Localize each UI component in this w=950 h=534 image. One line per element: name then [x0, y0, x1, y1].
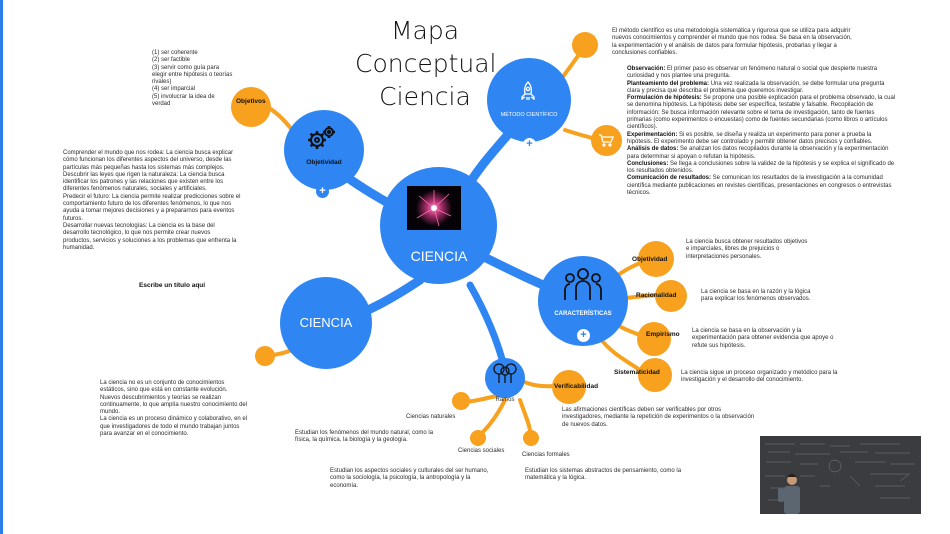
objetividad-node-label: Objetividad [306, 159, 342, 166]
step-text: Se propone una posible explicación para … [627, 95, 896, 131]
branch-label-formales: Ciencias formales [522, 452, 570, 458]
step-term: Comunicación de resultados: [627, 175, 712, 182]
branch-text-sociales: Estudian los aspectos sociales y cultura… [330, 468, 489, 489]
step-hipotesis: Formulación de hipótesis: Se propone una… [627, 95, 927, 131]
branch-label-naturales: Ciencias naturales [406, 414, 456, 420]
step-term: Formulación de hipótesis: [627, 95, 702, 102]
metodo-expand-button[interactable]: + [523, 138, 536, 151]
step-planteamiento: Planteamiento del problema: Una vez real… [627, 81, 927, 96]
step-term: Conclusiones: [627, 160, 669, 167]
step-experimentacion: Experimentación: Si es posible, se diseñ… [627, 132, 927, 147]
step-analisis: Análisis de datos: Se analizan los datos… [627, 146, 927, 161]
char-text-verificabilidad: Las afirmaciones científicas deben ser v… [562, 407, 755, 428]
step-term: Observación: [627, 66, 666, 72]
objetivos-node[interactable] [231, 87, 271, 127]
char-label-verificabilidad: Verificabilidad [554, 383, 599, 390]
objetivos-text: (1) ser coherente (2) ser factible (3) s… [152, 50, 233, 108]
caracteristicas-node-label: CARACTERÍSTICAS [554, 311, 612, 317]
center-node-label: CIENCIA [410, 248, 468, 264]
metodo-intro: El método científico es una metodología … [612, 28, 852, 56]
step-term: Planteamiento del problema: [627, 80, 710, 87]
branch-label-sociales: Ciencias sociales [458, 448, 505, 454]
branch-text-naturales: Estudian los fenómenos del mundo natural… [295, 430, 434, 444]
char-dot-empirismo[interactable] [637, 322, 671, 356]
person-chalkboard-photo [760, 436, 921, 514]
char-dot-racionalidad[interactable] [655, 280, 687, 312]
objetividad-node[interactable] [284, 110, 364, 190]
branch-dot-naturales[interactable] [452, 392, 470, 410]
caracteristicas-expand-button[interactable]: + [577, 329, 590, 342]
step-term: Experimentación: [627, 131, 678, 138]
rocket-icon [516, 80, 540, 104]
char-text-racionalidad: La ciencia se basa en la razón y la lógi… [701, 289, 811, 303]
branch-text-formales: Estudian los sistemas abstractos de pens… [525, 468, 682, 482]
step-term: Análisis de datos: [627, 146, 679, 153]
char-dot-objetividad[interactable] [638, 241, 674, 277]
map-title: Mapa Conceptual Ciencia [355, 16, 497, 111]
objetividad-expand-button[interactable]: + [316, 185, 329, 198]
left-accent-border [0, 0, 3, 534]
branch-dot-sociales[interactable] [470, 430, 486, 446]
step-conclusiones: Conclusiones: Se llega a conclusiones so… [627, 161, 927, 176]
step-observacion: Observación: El primer paso es observar … [627, 66, 927, 81]
lower-ciencia-node[interactable] [280, 277, 372, 369]
char-dot-sistematicidad[interactable] [638, 358, 672, 392]
people-icon [563, 266, 603, 304]
objetivos-label: Objetivos [236, 98, 266, 105]
step-text: Una vez realizada la observación, se deb… [627, 80, 885, 94]
step-comunicacion: Comunicación de resultados: Se comunican… [627, 175, 927, 197]
char-text-objetividad: La ciencia busca obtener resultados obje… [686, 239, 808, 260]
placeholder-title[interactable]: Escribe un título aquí [139, 282, 206, 289]
char-label-racionalidad: Racionalidad [636, 292, 677, 299]
lower-branch-dot [255, 346, 275, 366]
step-text: Se analizan los datos recopilados durant… [627, 146, 889, 160]
ramas-node-label: Ramos [495, 397, 515, 403]
char-text-empirismo: La ciencia se basa en la observación y l… [692, 328, 834, 349]
metodo-steps: Observación: El primer paso es observar … [627, 66, 927, 197]
trees-icon [492, 362, 518, 384]
lower-ciencia-label: CIENCIA [299, 315, 353, 330]
plasma-ball-image [407, 186, 461, 230]
gears-icon [305, 124, 337, 152]
step-text: El primer paso es observar un fenómeno n… [627, 66, 878, 80]
char-text-sistematicidad: La ciencia sigue un proceso organizado y… [681, 370, 838, 384]
lower-ciencia-text: La ciencia no es un conjunto de conocimi… [100, 380, 248, 438]
objetividad-description: Comprender el mundo que nos rodea: La ci… [63, 150, 241, 251]
metodo-node-label: MÉTODO CIENTÍFICO [500, 112, 558, 118]
branch-dot-formales[interactable] [523, 430, 539, 446]
metodo-branch-dot [572, 32, 598, 58]
step-text: Se comunican los resultados de la invest… [627, 175, 892, 197]
step-text: Si es posible, se diseña y realiza un ex… [627, 131, 873, 145]
cart-node[interactable] [591, 125, 622, 156]
step-text: Se llega a conclusiones sobre la validez… [627, 160, 895, 175]
cart-icon [598, 133, 614, 147]
char-label-sistematicidad: Sistematicidad [614, 369, 660, 376]
char-label-empirismo: Empirismo [646, 331, 680, 338]
char-dot-verificabilidad[interactable] [552, 370, 586, 404]
char-label-objetividad: Objetividad [632, 256, 668, 263]
